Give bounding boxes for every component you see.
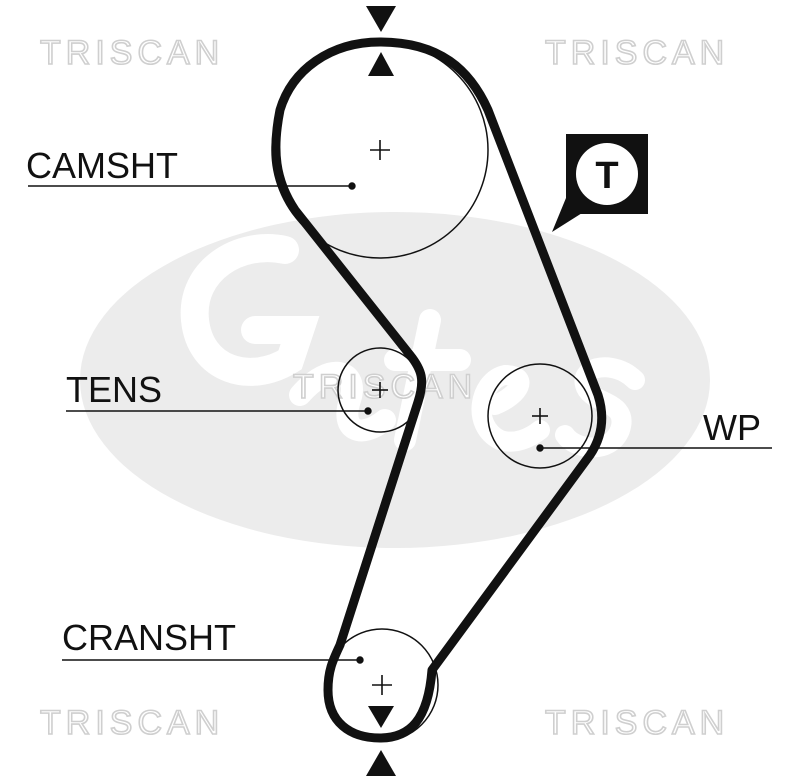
watermark-bottom-left: TRISCAN — [40, 704, 224, 742]
timing-mark-top-lower-arrow — [368, 52, 394, 76]
crankshaft-center-mark — [372, 675, 392, 695]
badge-circle — [576, 143, 638, 205]
tensioner-leader-dot — [364, 407, 372, 415]
tensioner-center-mark — [372, 382, 388, 398]
watermark-bottom-right: TRISCAN — [545, 704, 729, 742]
timing-mark-bottom-lower-arrow — [366, 750, 396, 776]
crankshaft-leader-dot — [356, 656, 364, 664]
camshaft-label: CAMSHT — [26, 145, 178, 186]
watermark-top-left: TRISCAN — [40, 34, 224, 72]
watermarks: TRISCAN TRISCAN TRISCAN TRISCAN TRISCAN — [39, 33, 729, 743]
timing-belt — [271, 37, 607, 743]
water-pump-label: WP — [703, 407, 761, 448]
timing-mark-top-upper-arrow — [366, 6, 396, 32]
tensioner-label: TENS — [66, 369, 162, 410]
watermark-center: TRISCAN — [293, 368, 477, 406]
camshaft-center-mark — [370, 140, 390, 160]
water-pump-pulley — [487, 363, 593, 469]
water-pump-center-mark — [532, 408, 548, 424]
water-pump-leader-dot — [536, 444, 544, 452]
camshaft-leader-dot — [348, 182, 356, 190]
watermark-top-right: TRISCAN — [545, 34, 729, 72]
tensioner-badge: T — [552, 134, 648, 232]
crankshaft-label: CRANSHT — [62, 617, 236, 658]
badge-letter: T — [595, 155, 618, 197]
timing-mark-bottom-upper-arrow — [368, 706, 394, 728]
